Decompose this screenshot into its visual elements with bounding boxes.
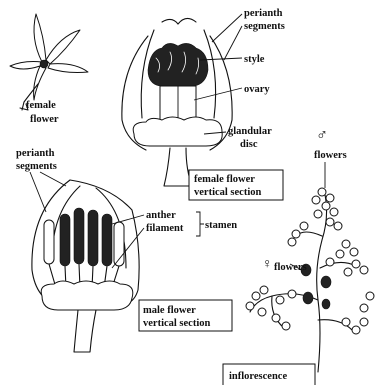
male-section-caption-line2: vertical section (143, 318, 211, 329)
ovary-label: ovary (244, 84, 270, 95)
perianth-left-leader (30, 172, 46, 212)
female-flower-label-line2: flower (30, 114, 59, 125)
perianth-top-leader-2 (224, 26, 242, 60)
perianth-top-label-line1: perianth (244, 8, 283, 19)
perianth-left-label-line2: segments (16, 161, 57, 172)
ovary-leader (194, 88, 242, 100)
female-flowers-label: flowers (274, 262, 307, 273)
female-flower-label-line1: female (26, 100, 56, 111)
female-symbol: ♀ (262, 257, 273, 272)
female-section-caption-line2: vertical section (194, 187, 262, 198)
inflorescence-drawing (246, 188, 374, 372)
perianth-left-label-line1: perianth (16, 148, 55, 159)
male-flowers-label: flowers (314, 150, 347, 161)
inflorescence-caption: inflorescence (229, 371, 287, 382)
filament-label: filament (146, 223, 184, 234)
male-section-caption-line1: male flower (143, 305, 196, 316)
glandular-label-line2: disc (240, 139, 258, 150)
perianth-top-label-line2: segments (244, 21, 285, 32)
perianth-left-leader-2 (40, 172, 66, 186)
style-label: style (244, 54, 265, 65)
male-symbol: ♂ (316, 127, 328, 144)
female-section-caption-line1: female flower (194, 174, 255, 185)
stamen-bracket (196, 212, 204, 236)
glandular-label-line1: glandular (228, 126, 272, 137)
female-flower-drawing (10, 14, 88, 110)
female-section-drawing (122, 18, 232, 186)
male-section-drawing (32, 180, 139, 352)
anther-label: anther (146, 210, 176, 221)
stamen-label: stamen (205, 220, 237, 231)
perianth-top-leader (212, 14, 242, 42)
